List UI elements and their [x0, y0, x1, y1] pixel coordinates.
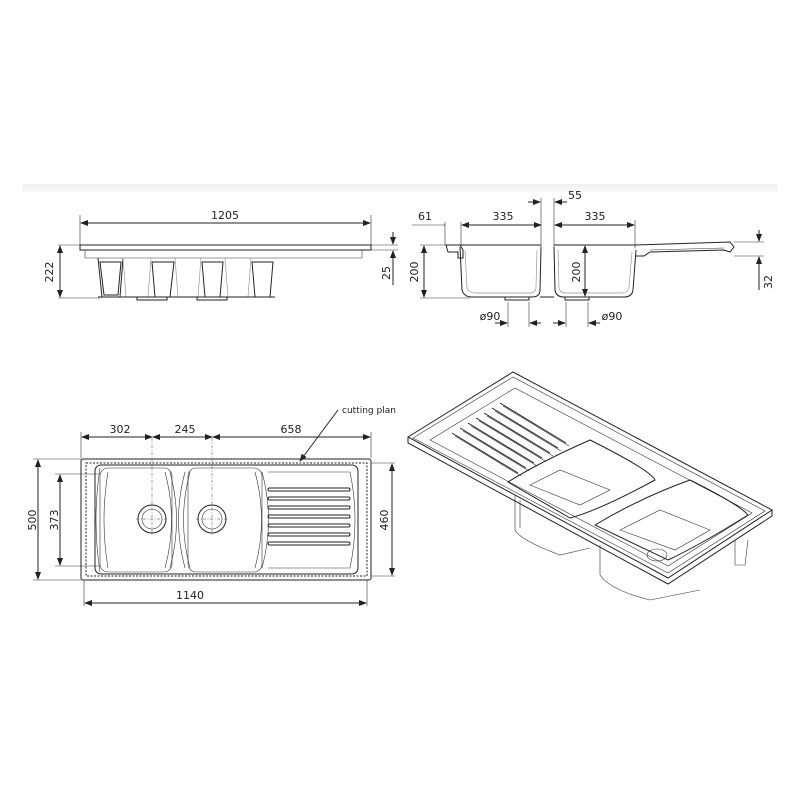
section-right-drain-label: ø90: [602, 310, 623, 323]
drainer-ribs: [267, 471, 356, 569]
plan-overall-depth-label: 500: [26, 510, 39, 531]
section-left-drain-label: ø90: [480, 310, 501, 323]
top-divider-bar: [22, 184, 778, 192]
section-right-bowl-label: 335: [585, 210, 606, 223]
section-left-depth-label: 200: [408, 262, 421, 283]
section-drainer-height-label: 32: [762, 275, 775, 289]
plan-cutout-depth-label: 460: [378, 510, 391, 531]
iso-drainer-ribs: [451, 402, 570, 477]
front-width-label: 1205: [211, 209, 239, 222]
plan-bowl-spacing-label: 245: [175, 423, 196, 436]
cutting-plan-label: cutting plan: [342, 406, 396, 416]
plan-bowl-depth-label: 373: [48, 510, 61, 531]
front-height-label: 222: [43, 262, 56, 283]
plan-cutout-width-label: 1140: [176, 589, 204, 602]
section-right-depth-label: 200: [570, 262, 583, 283]
plan-view: 302 245 658 cutting plan: [26, 406, 396, 606]
front-bowl-legs: [97, 257, 275, 301]
section-divider-label: 55: [568, 189, 582, 202]
isometric-view: [407, 371, 773, 601]
plan-bowl1-offset-label: 302: [110, 423, 131, 436]
section-margin-label: 61: [418, 210, 432, 223]
plan-drainer-length-label: 658: [281, 423, 302, 436]
section-view: 61 335 55 335 200 200 32: [408, 189, 775, 327]
front-rim-label: 25: [380, 266, 393, 280]
section-left-bowl-label: 335: [493, 210, 514, 223]
front-view: 1205 222 25: [43, 209, 398, 301]
